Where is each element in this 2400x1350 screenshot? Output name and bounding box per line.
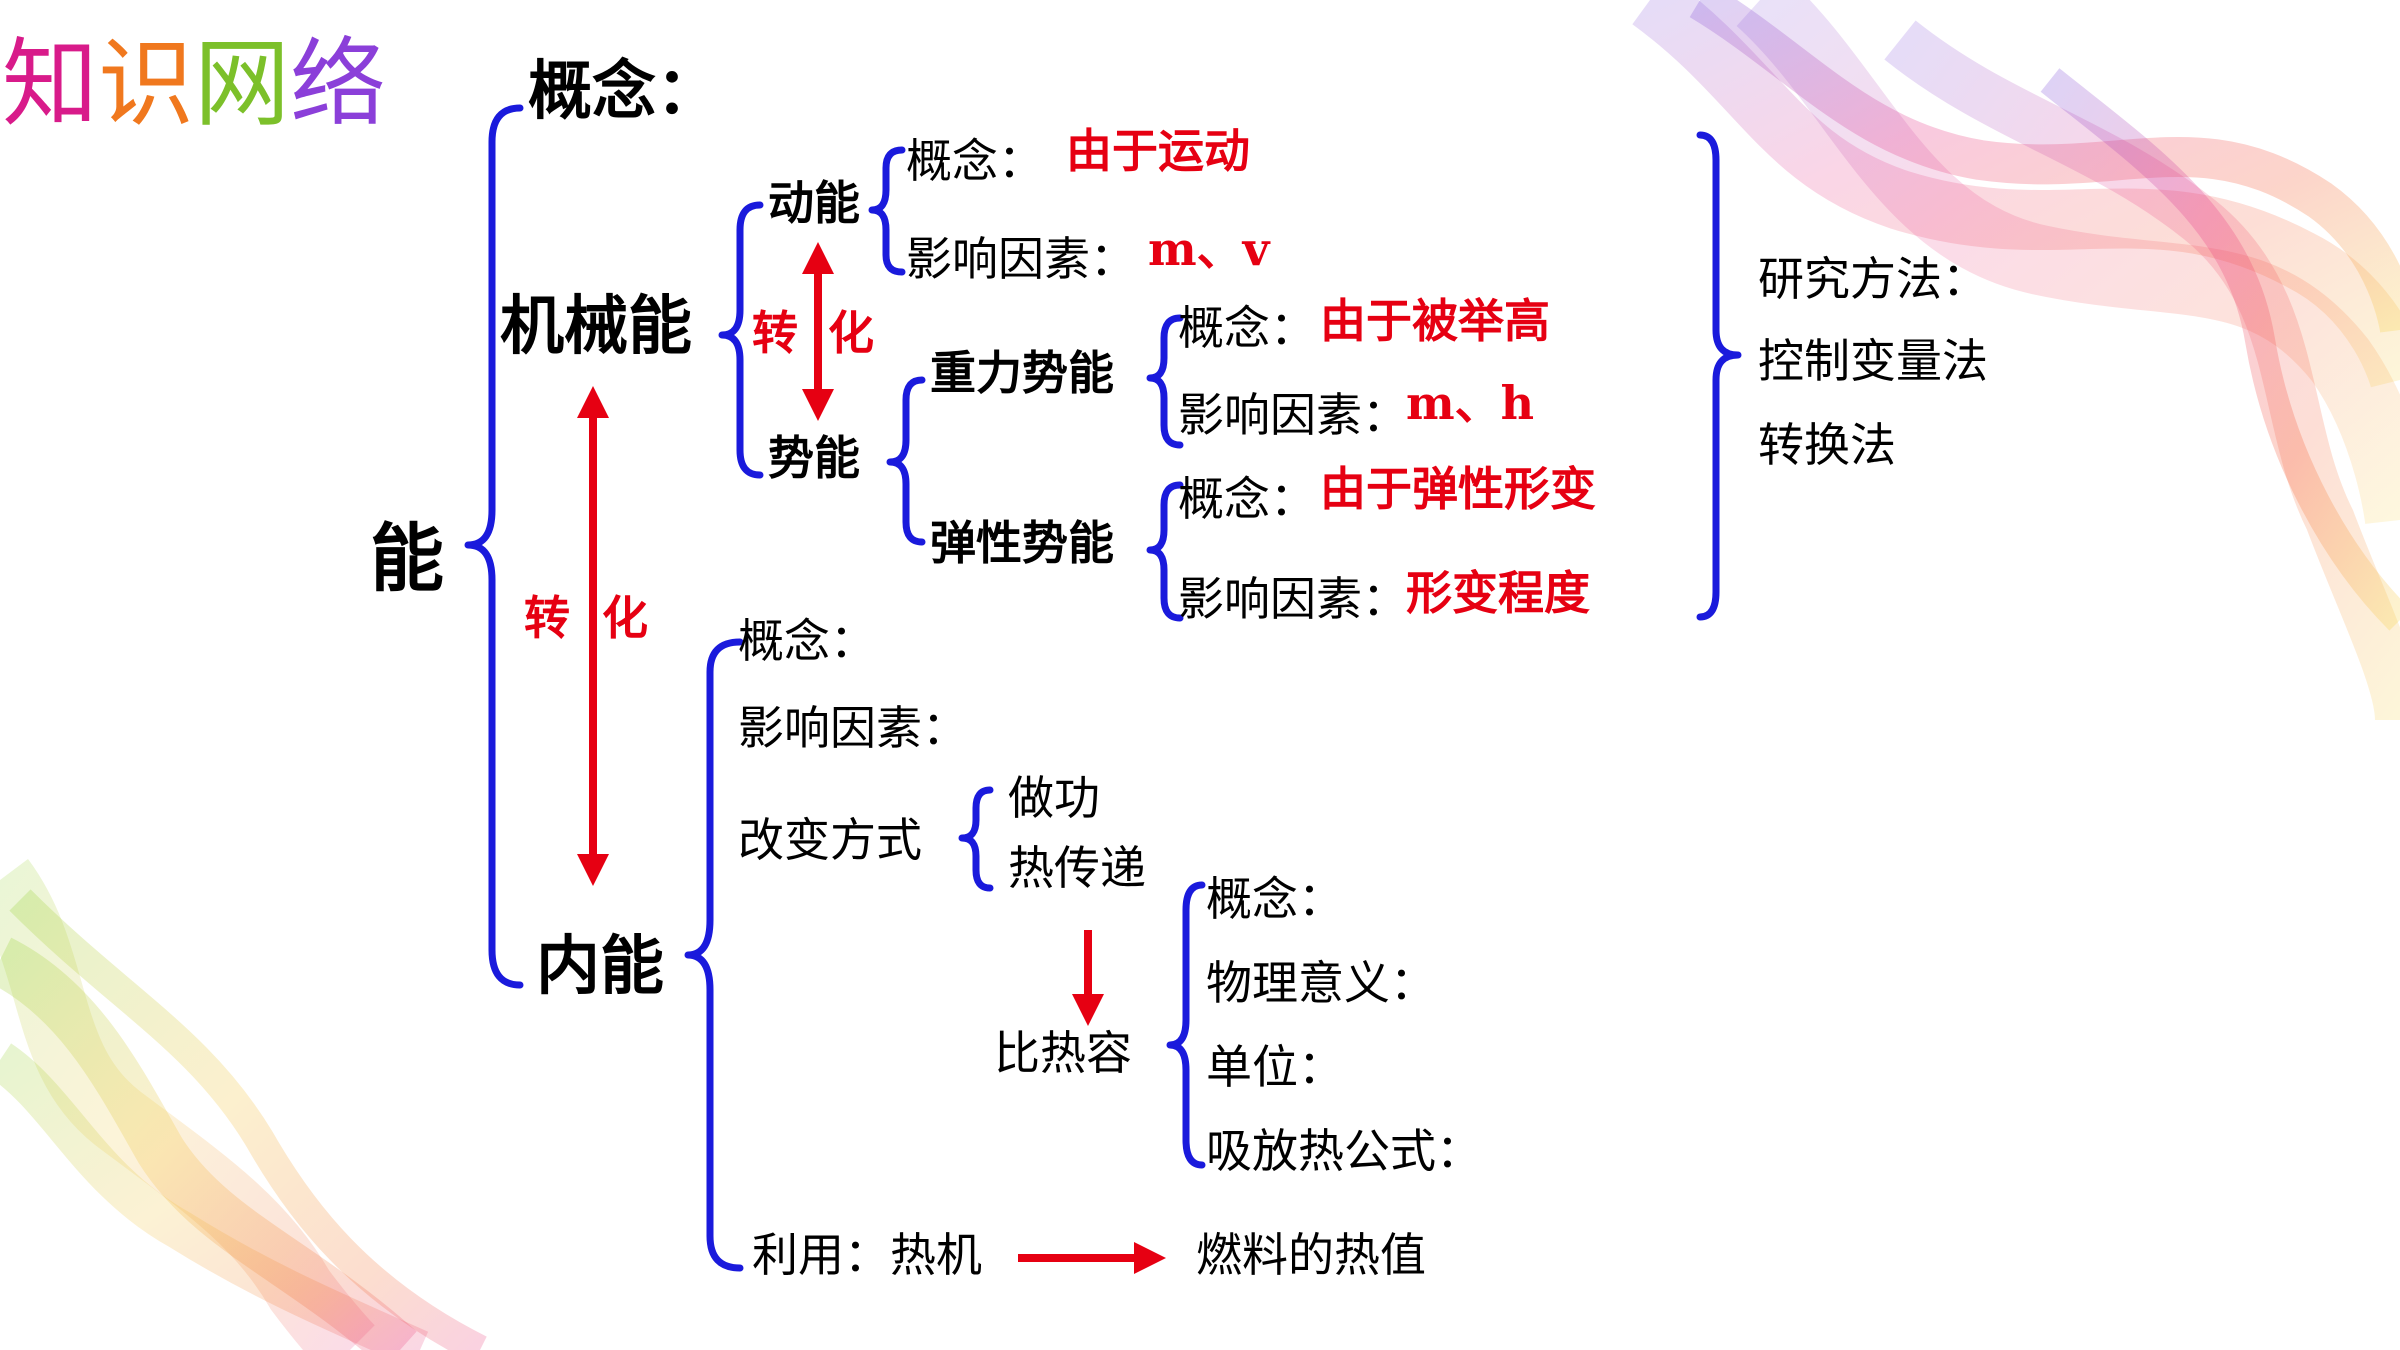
bracket-mechanical	[718, 201, 764, 479]
sh-formula: 吸放热公式：	[1206, 1124, 1482, 1178]
bracket-method	[1696, 131, 1742, 621]
node-internal: 内能	[536, 930, 664, 1004]
elastic-factor-label: 影响因素：	[1178, 572, 1408, 626]
bracket-internal	[684, 638, 744, 1272]
gravity-concept-answer: 由于被举高	[1320, 294, 1550, 348]
internal-change: 改变方式	[738, 813, 922, 867]
ribbon-bottom-left	[0, 859, 487, 1350]
method-title: 研究方法：	[1758, 252, 1988, 306]
node-gravity: 重力势能	[930, 346, 1114, 400]
internal-use: 利用：热机	[752, 1228, 982, 1282]
sh-concept: 概念：	[1206, 872, 1344, 926]
bracket-change	[958, 786, 994, 892]
change-heat-transfer: 热传递	[1008, 841, 1146, 895]
change-work: 做功	[1008, 771, 1100, 825]
bracket-potential	[886, 376, 926, 546]
sh-unit: 单位：	[1206, 1040, 1344, 1094]
elastic-concept-label: 概念：	[1178, 472, 1316, 526]
bracket-specific-heat	[1166, 881, 1206, 1169]
gravity-factor-label: 影响因素：	[1178, 388, 1408, 442]
elastic-factor-answer: 形变程度	[1406, 566, 1590, 620]
title-char-1: 识	[98, 28, 194, 140]
gravity-concept-label: 概念：	[1178, 301, 1316, 355]
bracket-kinetic	[868, 146, 906, 276]
bracket-elastic	[1146, 481, 1184, 622]
kinetic-factor-label: 影响因素：	[906, 232, 1136, 286]
bracket-gravity	[1146, 314, 1184, 449]
node-potential: 势能	[768, 431, 860, 485]
node-root: 能	[370, 516, 444, 602]
convert-main-a: 转	[524, 591, 570, 645]
kinetic-concept-label: 概念：	[906, 134, 1044, 188]
fuel-value: 燃料的热值	[1196, 1228, 1426, 1282]
kinetic-concept-answer: 由于运动	[1066, 124, 1250, 178]
internal-factors: 影响因素：	[738, 701, 968, 755]
method-item-2: 转换法	[1758, 418, 1896, 472]
gravity-factor-answer: m、h	[1406, 376, 1535, 430]
convert-sub-b: 化	[828, 306, 874, 360]
title-char-0: 知	[2, 28, 98, 140]
internal-concept: 概念：	[738, 614, 876, 668]
convert-sub-a: 转	[752, 306, 798, 360]
method-item-1: 控制变量法	[1758, 334, 1988, 388]
elastic-concept-answer: 由于弹性形变	[1320, 462, 1596, 516]
ribbon-top-right	[1632, 0, 2400, 722]
node-elastic: 弹性势能	[930, 516, 1114, 570]
convert-main-b: 化	[602, 591, 648, 645]
title-char-2: 网	[194, 28, 290, 140]
node-mechanical: 机械能	[500, 290, 692, 364]
node-concept: 概念：	[528, 55, 720, 129]
node-kinetic: 动能	[768, 176, 860, 230]
title-char-3: 络	[290, 28, 386, 140]
node-specific-heat: 比热容	[994, 1026, 1132, 1080]
kinetic-factor-answer: m、v	[1148, 222, 1270, 276]
bracket-root	[464, 104, 524, 989]
sh-meaning: 物理意义：	[1206, 956, 1436, 1010]
page-title: 知识网络	[2, 6, 386, 145]
